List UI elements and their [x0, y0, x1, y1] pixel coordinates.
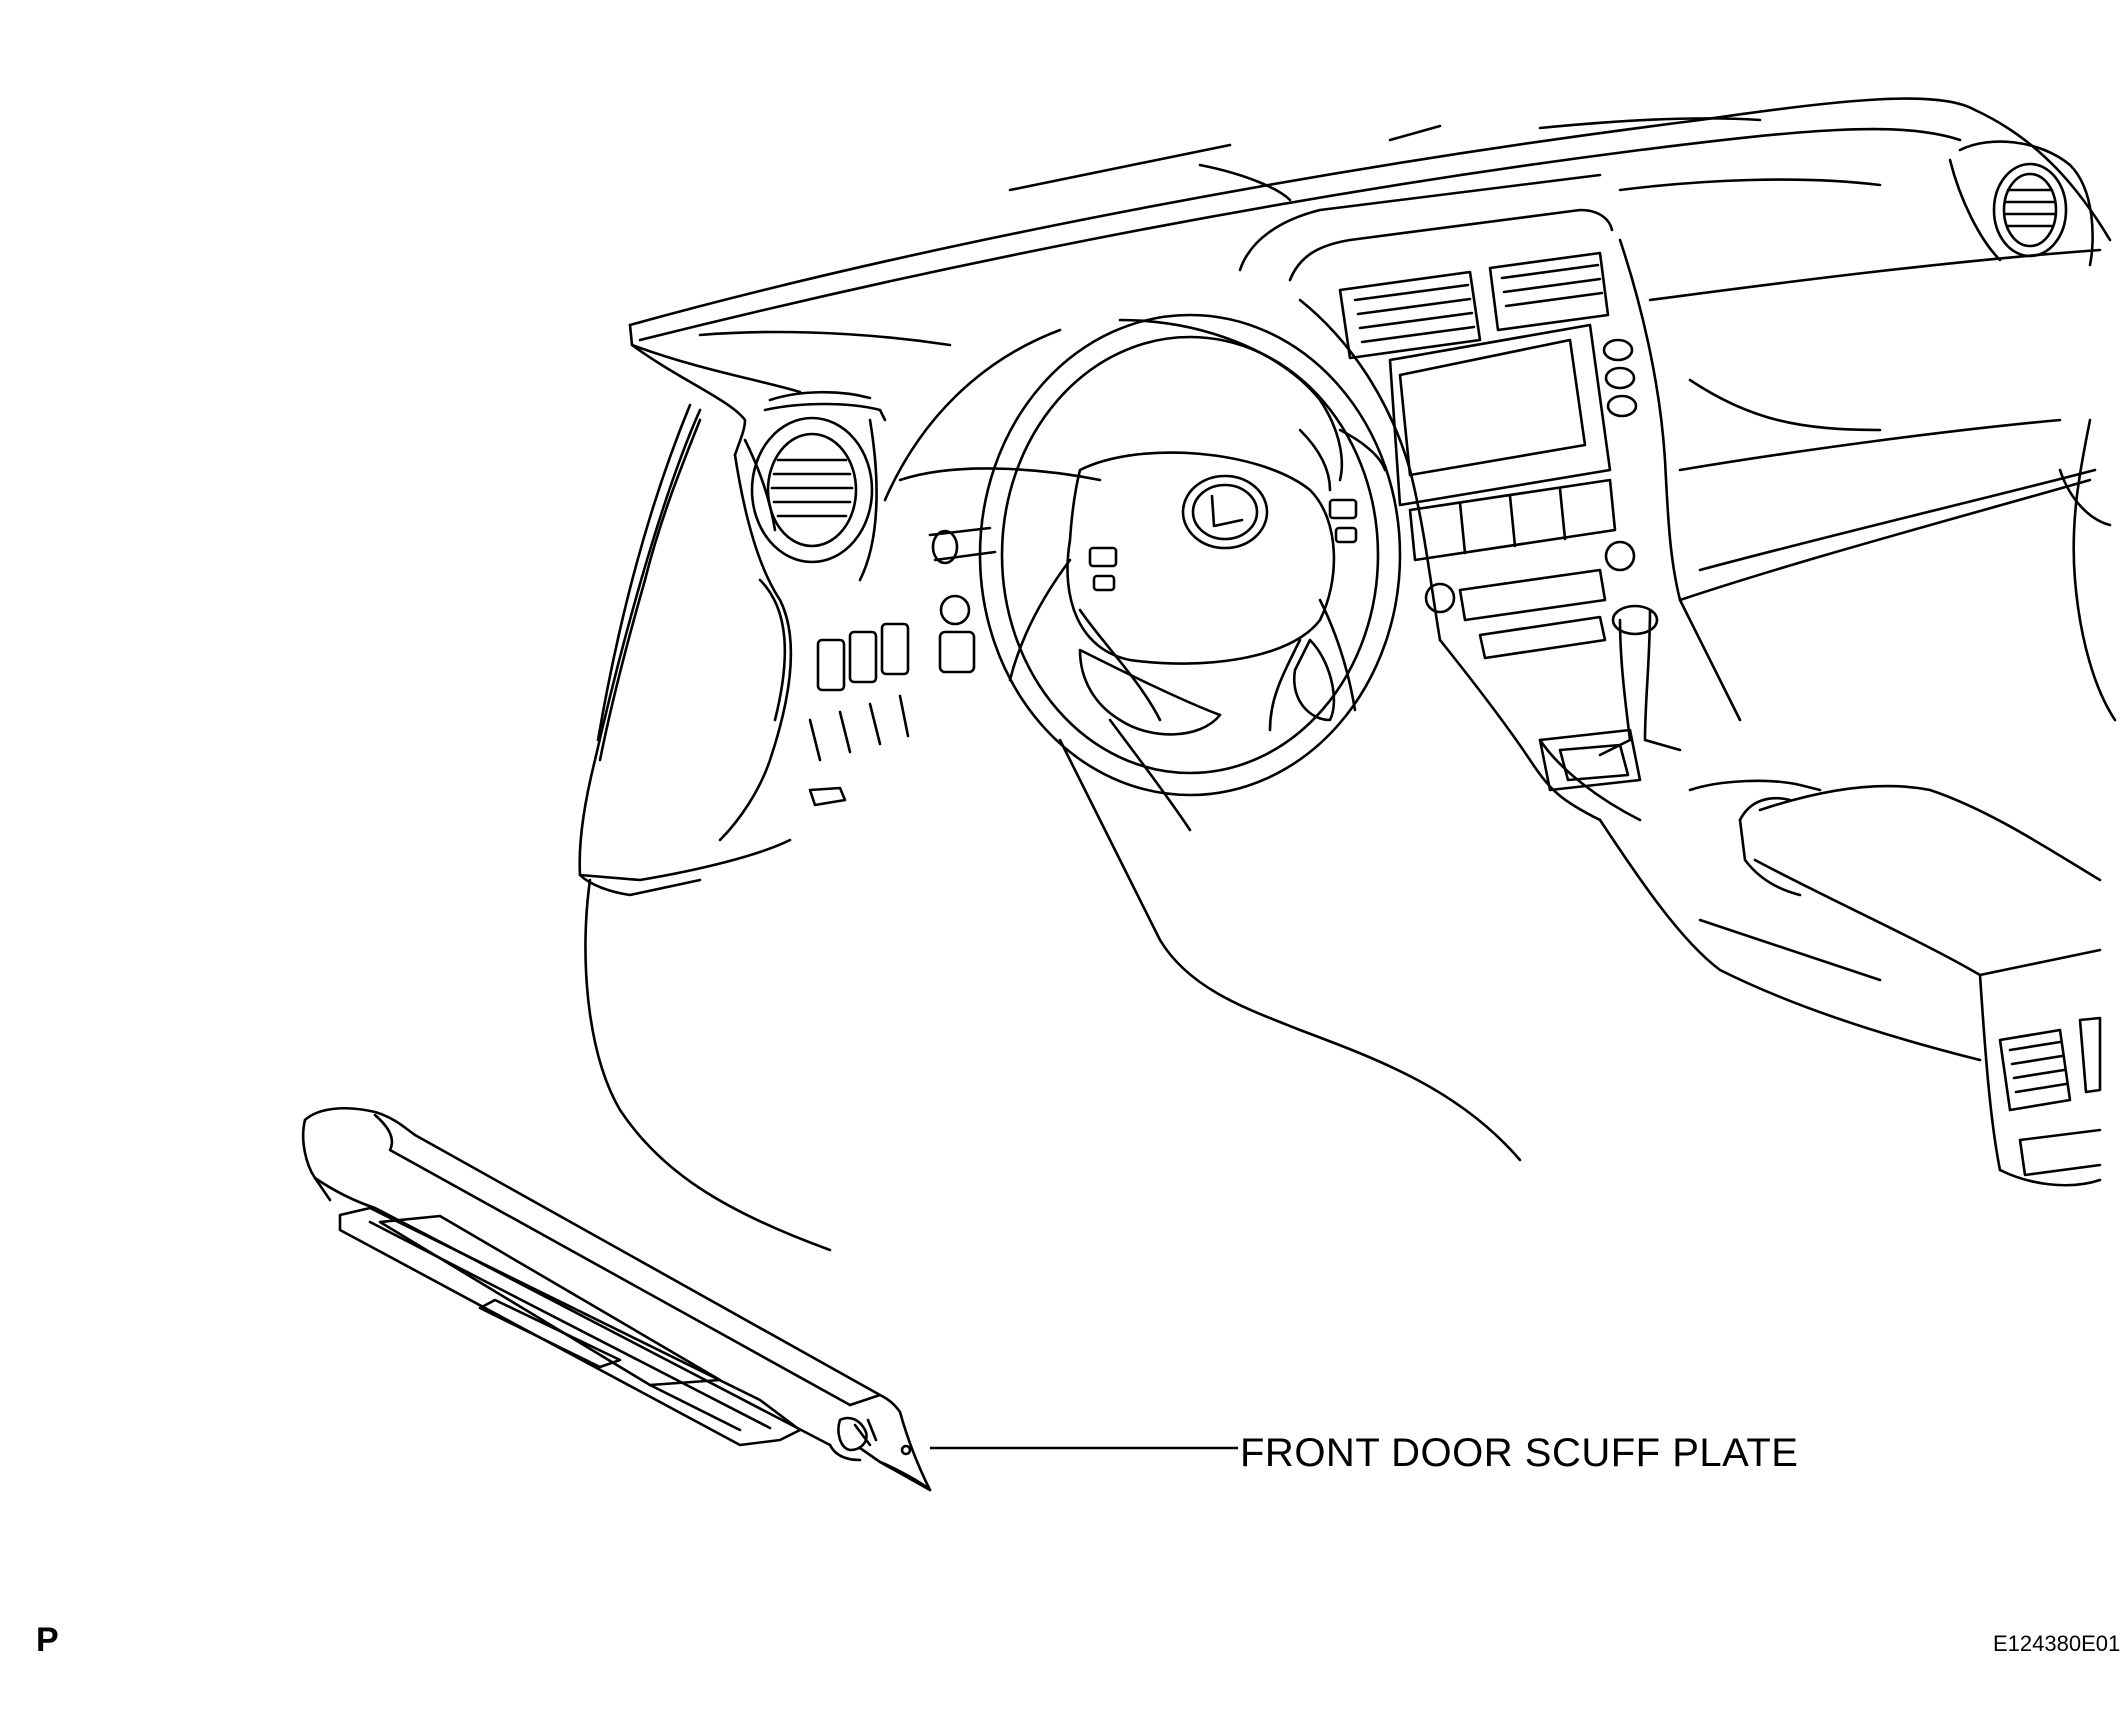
left-air-vent — [750, 390, 887, 582]
floor-outline — [584, 718, 1522, 1252]
instrument-hood — [883, 318, 1344, 502]
dashboard-outline — [628, 97, 2112, 394]
figure-code: E124380E01 — [1993, 1631, 2121, 1656]
left-switch-cluster — [808, 594, 976, 807]
center-stack — [1238, 173, 1682, 660]
center-console — [1438, 598, 2102, 1187]
steering-wheel — [928, 313, 1402, 797]
left-dash-panel — [578, 343, 793, 897]
scuff-plate-label: FRONT DOOR SCUFF PLATE — [1240, 1431, 1799, 1475]
corner-mark: P — [36, 1621, 59, 1659]
scuff-plate — [301, 1106, 932, 1492]
right-dash-sweep — [1648, 248, 2117, 722]
right-air-vent — [1948, 140, 2094, 267]
